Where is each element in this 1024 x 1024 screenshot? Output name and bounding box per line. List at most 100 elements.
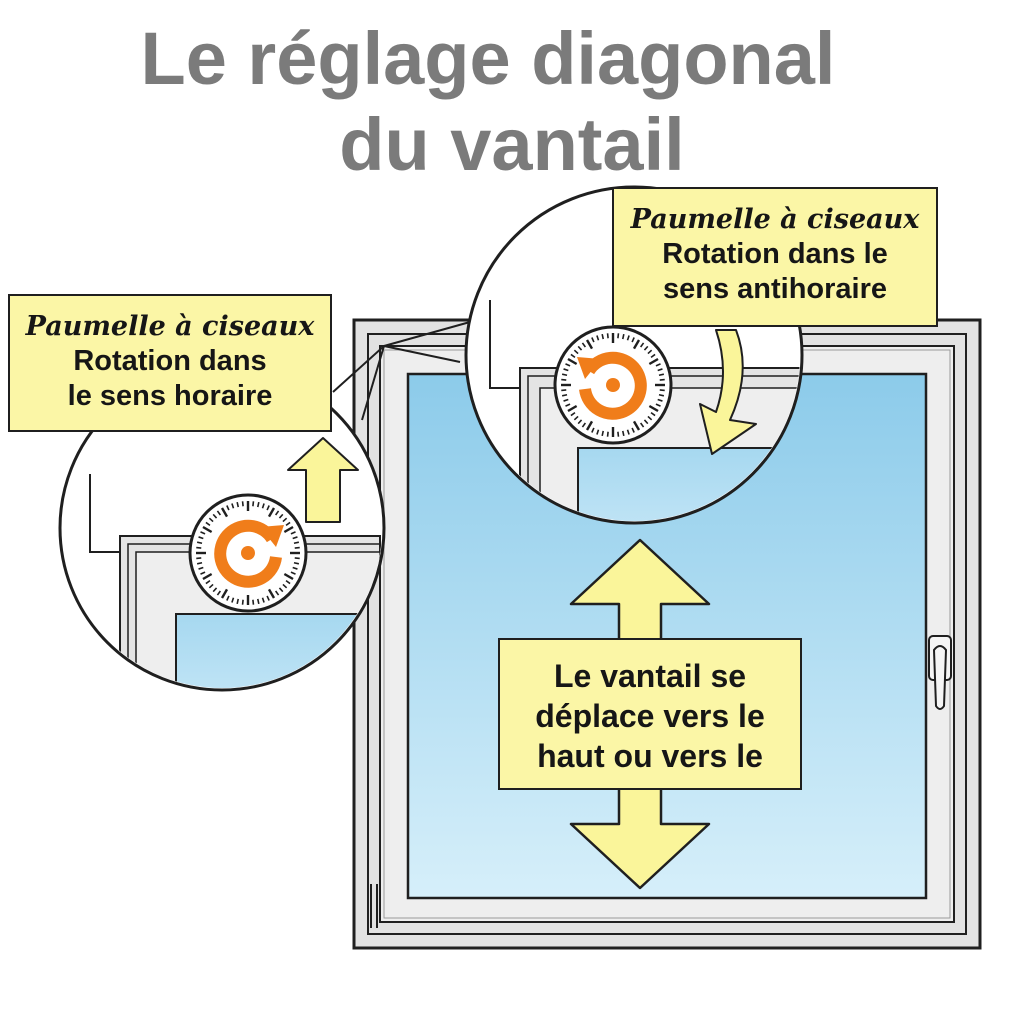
dial-tick [266, 505, 270, 511]
dial-tick [205, 521, 211, 527]
dial-tick [631, 427, 635, 433]
dial-tick [639, 422, 645, 428]
dial-tick [200, 571, 206, 575]
dial-tick [208, 517, 214, 523]
dial-tick [282, 583, 288, 589]
dial-tick [567, 357, 578, 366]
dial-tick [293, 541, 300, 545]
dial-tick [252, 599, 255, 605]
dial-tick [196, 561, 203, 565]
callout-center-line-3: haut ou vers le [537, 738, 763, 774]
dial-tick [220, 507, 229, 518]
dial-tick [626, 429, 630, 435]
dial-tick [585, 420, 594, 431]
dial-tick [573, 415, 579, 421]
dial-tick [643, 345, 649, 351]
dial-tick [290, 571, 296, 575]
callout-right-heading: Paumelle à ciseaux [630, 204, 920, 235]
dial-tick [659, 389, 665, 392]
dial-tick [256, 598, 260, 605]
counterclockwise-rotation-dial-icon [553, 325, 673, 445]
dial-tick [241, 501, 244, 507]
dial-tick [655, 363, 661, 367]
dial-tick [561, 389, 567, 392]
window-handle-icon [928, 635, 952, 710]
dial-tick [202, 572, 213, 581]
dial-tick [208, 583, 214, 589]
dial-tick [266, 595, 270, 601]
dial-tick [596, 335, 600, 341]
dial-tick [577, 419, 583, 425]
dial-tick [294, 546, 300, 549]
dial-tick [632, 339, 641, 350]
dial-tick [567, 404, 578, 413]
dial-tick [216, 510, 222, 516]
dial-tick [573, 349, 579, 355]
curved-arrow-down-icon [699, 329, 757, 455]
dial-tick [626, 335, 630, 341]
dial-tick [196, 557, 202, 560]
dial-tick [226, 505, 230, 511]
dial-tick [231, 597, 235, 603]
dial-tick [283, 525, 294, 534]
dial-tick [212, 513, 218, 519]
dial-tick [196, 546, 202, 549]
dial-tick [643, 419, 649, 425]
dial-tick [617, 431, 620, 437]
arrow-up-icon [287, 437, 359, 523]
dial-tick [606, 333, 609, 339]
dial-tick [606, 431, 609, 437]
dial-tick [601, 333, 605, 340]
dial-tick [650, 411, 656, 417]
dial-tick [292, 536, 298, 540]
dial-tick [200, 531, 206, 535]
dial-tick [241, 599, 244, 605]
dial-tick [563, 368, 569, 372]
dial-tick [561, 393, 568, 397]
dial-tick [648, 357, 659, 366]
dial-tick [581, 422, 587, 428]
dial-tick [563, 398, 569, 402]
dial-tick [639, 342, 645, 348]
dial-tick [565, 363, 571, 367]
dial-tick [591, 337, 595, 343]
dial-tick [657, 398, 663, 402]
dial-tick [231, 503, 235, 509]
dial-tick [285, 579, 291, 585]
dial-tick [290, 531, 296, 535]
dial-tick [657, 368, 663, 372]
dial-tick [282, 517, 288, 523]
callout-left: Paumelle à ciseaux Rotation dans le sens… [8, 294, 332, 432]
dial-tick [293, 561, 300, 565]
dial-tick [658, 393, 665, 397]
dial-tick [278, 587, 284, 593]
dial-tick [283, 572, 294, 581]
title-line-2: du vantail [339, 103, 685, 186]
dial-tick [659, 378, 665, 381]
dial-tick [631, 337, 635, 343]
dial-tick [198, 566, 204, 570]
dial-tick [591, 427, 595, 433]
dial-tick [216, 590, 222, 596]
dial-tick [274, 510, 280, 516]
clockwise-rotation-dial-icon [188, 493, 308, 613]
dial-tick [561, 373, 568, 377]
dial-tick [236, 598, 240, 605]
dial-tick [565, 403, 571, 407]
callout-left-line-1: Rotation dans [73, 345, 267, 377]
dial-tick [220, 588, 229, 599]
dial-tick [292, 566, 298, 570]
dial-tick [570, 411, 576, 417]
dial-tick [274, 590, 280, 596]
dial-tick [196, 541, 203, 545]
dial-tick [621, 430, 625, 437]
dial-tick [226, 595, 230, 601]
dial-tick [648, 404, 659, 413]
dial-tick [577, 345, 583, 351]
dial-tick [261, 503, 265, 509]
dial-tick [212, 587, 218, 593]
dial-tick [650, 353, 656, 359]
callout-left-line-2: le sens horaire [67, 380, 273, 412]
dial-tick [205, 579, 211, 585]
magnifier-pointer-right [383, 321, 471, 363]
